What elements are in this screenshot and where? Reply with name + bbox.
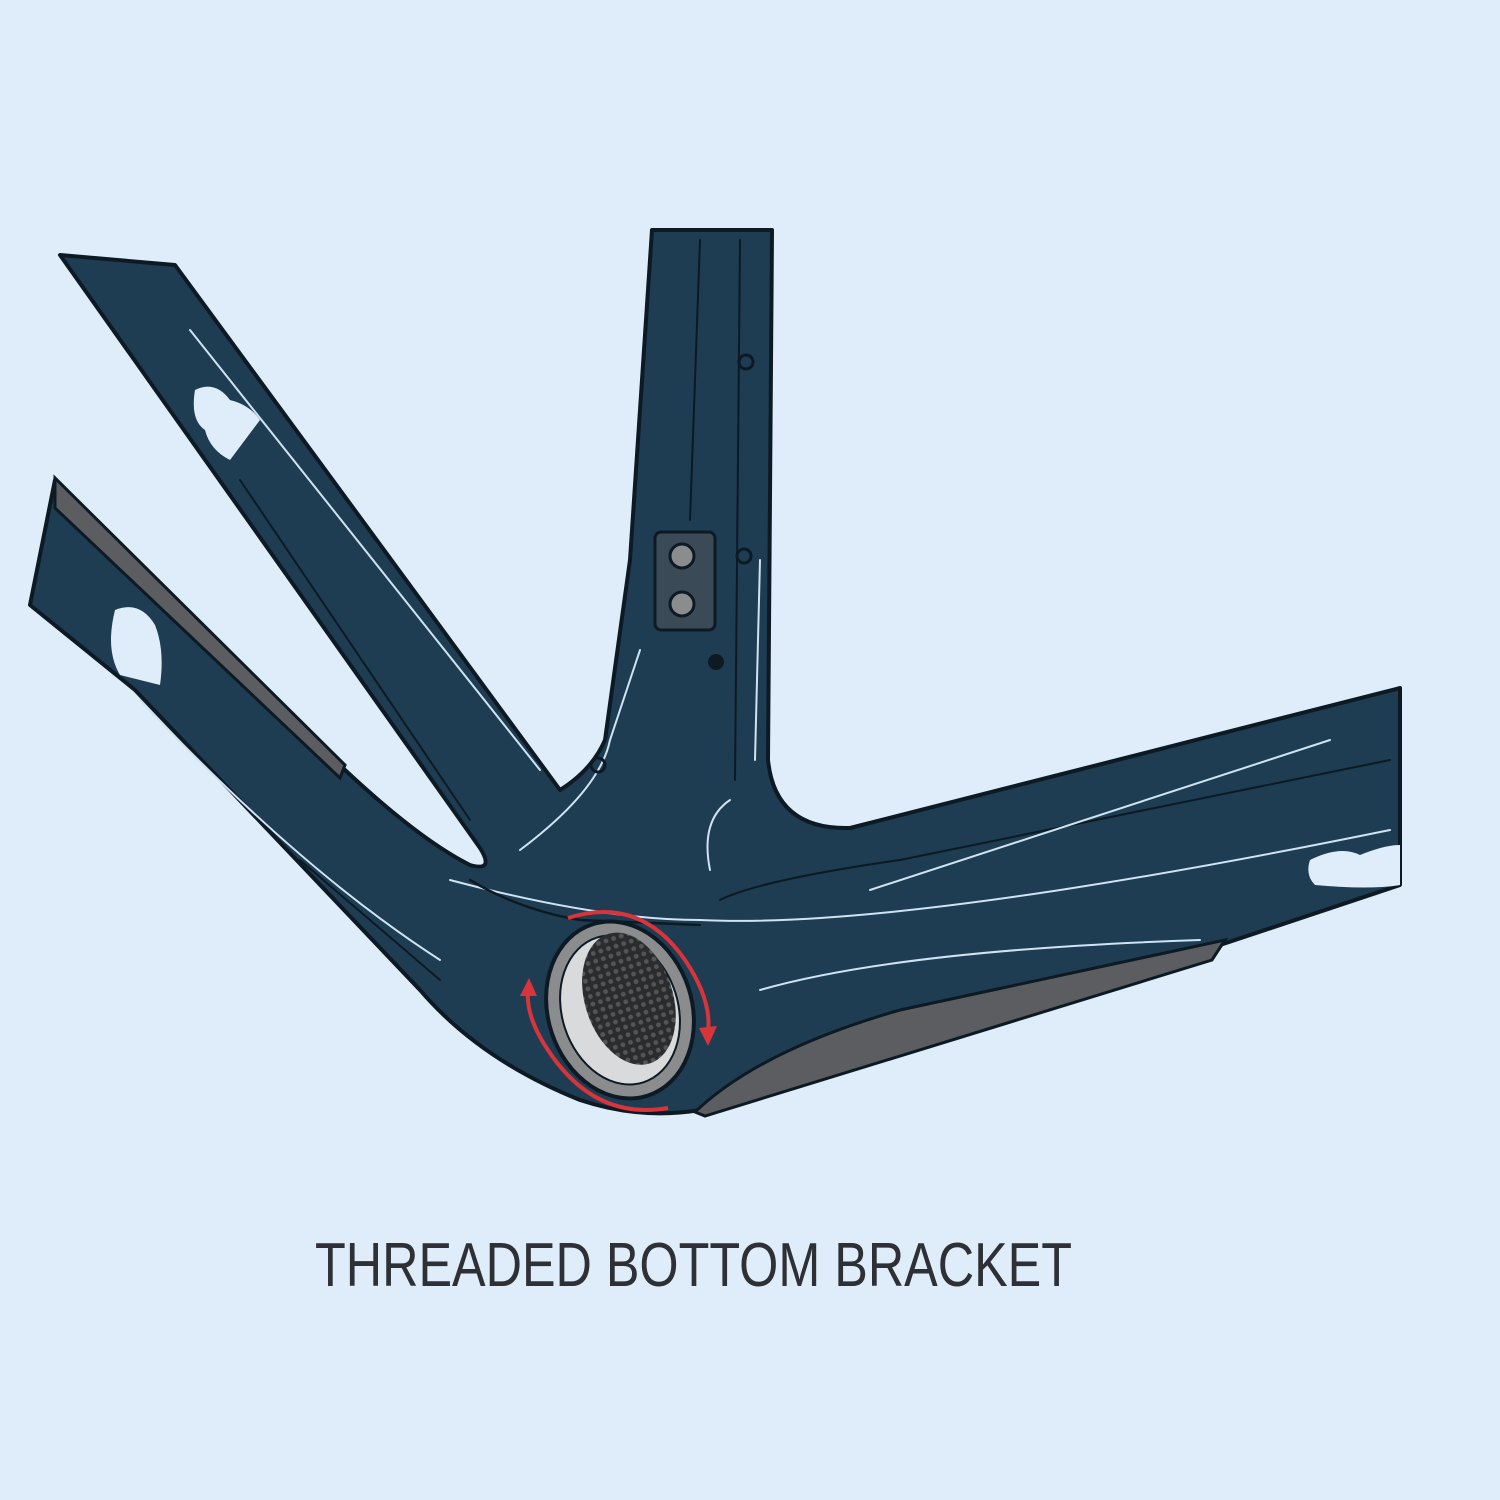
frame-break-left: [193, 386, 260, 460]
bracket-thread-mesh: [582, 932, 676, 1065]
caption: THREADED BOTTOM BRACKET: [315, 1231, 1072, 1300]
downtube-guard: [692, 937, 1229, 1118]
rotation-arrow-clockwise-icon: [567, 910, 717, 1046]
rotation-arrow-counterclockwise-icon: [520, 978, 669, 1112]
frame-body: [28, 228, 1402, 1116]
chainstay-guard: [53, 474, 347, 781]
bottom-bracket-shell: [544, 919, 696, 1101]
bolt-plate: [589, 353, 755, 774]
frame-detail-lines: [139, 239, 1391, 991]
frame-break-chainstay: [111, 607, 162, 685]
frame-break-right: [1308, 845, 1400, 888]
